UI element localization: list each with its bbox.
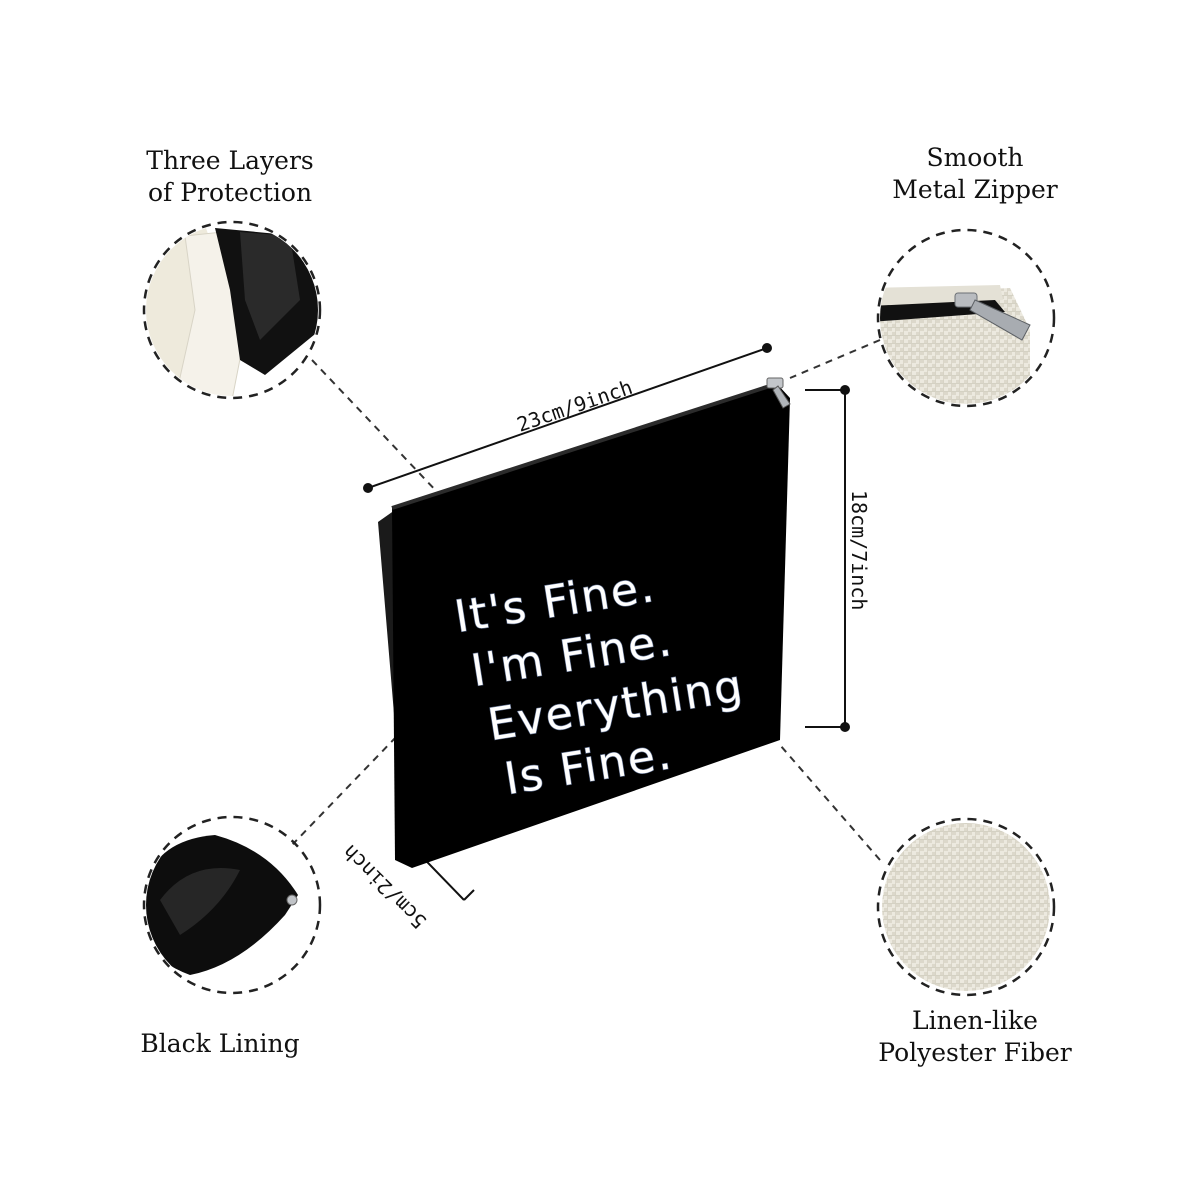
label-three-layers-line1: Three Layers bbox=[146, 146, 314, 175]
label-linen-fiber-line1: Linen-like bbox=[912, 1006, 1038, 1035]
label-three-layers-line2: of Protection bbox=[147, 178, 313, 207]
black-lining-detail-icon bbox=[142, 815, 322, 995]
label-black-lining-line1: Black Lining bbox=[140, 1029, 300, 1058]
connector-bottom-right bbox=[779, 744, 881, 861]
label-black-lining: Black Lining bbox=[110, 1028, 330, 1060]
label-metal-zipper: Smooth Metal Zipper bbox=[870, 142, 1080, 206]
zipper-pull-icon bbox=[766, 377, 791, 409]
connector-top-left bbox=[311, 359, 441, 496]
pouch-bag: It's Fine. I'm Fine. Everything Is Fine. bbox=[378, 377, 791, 868]
height-dimension-label: 18cm/7inch bbox=[847, 490, 871, 610]
height-dimension bbox=[805, 385, 850, 732]
zipper-detail-icon bbox=[876, 228, 1056, 408]
label-linen-fiber: Linen-like Polyester Fiber bbox=[860, 1005, 1090, 1069]
label-three-layers: Three Layers of Protection bbox=[120, 145, 340, 209]
three-layers-detail-icon bbox=[142, 220, 322, 400]
width-dimension bbox=[363, 343, 772, 493]
linen-fabric-detail-icon bbox=[876, 817, 1056, 997]
label-metal-zipper-line1: Smooth bbox=[926, 143, 1024, 172]
connector-top-right bbox=[789, 339, 881, 379]
connector-bottom-left bbox=[291, 734, 399, 846]
label-linen-fiber-line2: Polyester Fiber bbox=[878, 1038, 1072, 1067]
connector-lines bbox=[291, 339, 881, 861]
width-dimension-label: 23cm/9inch bbox=[514, 375, 636, 437]
label-metal-zipper-line2: Metal Zipper bbox=[892, 175, 1058, 204]
